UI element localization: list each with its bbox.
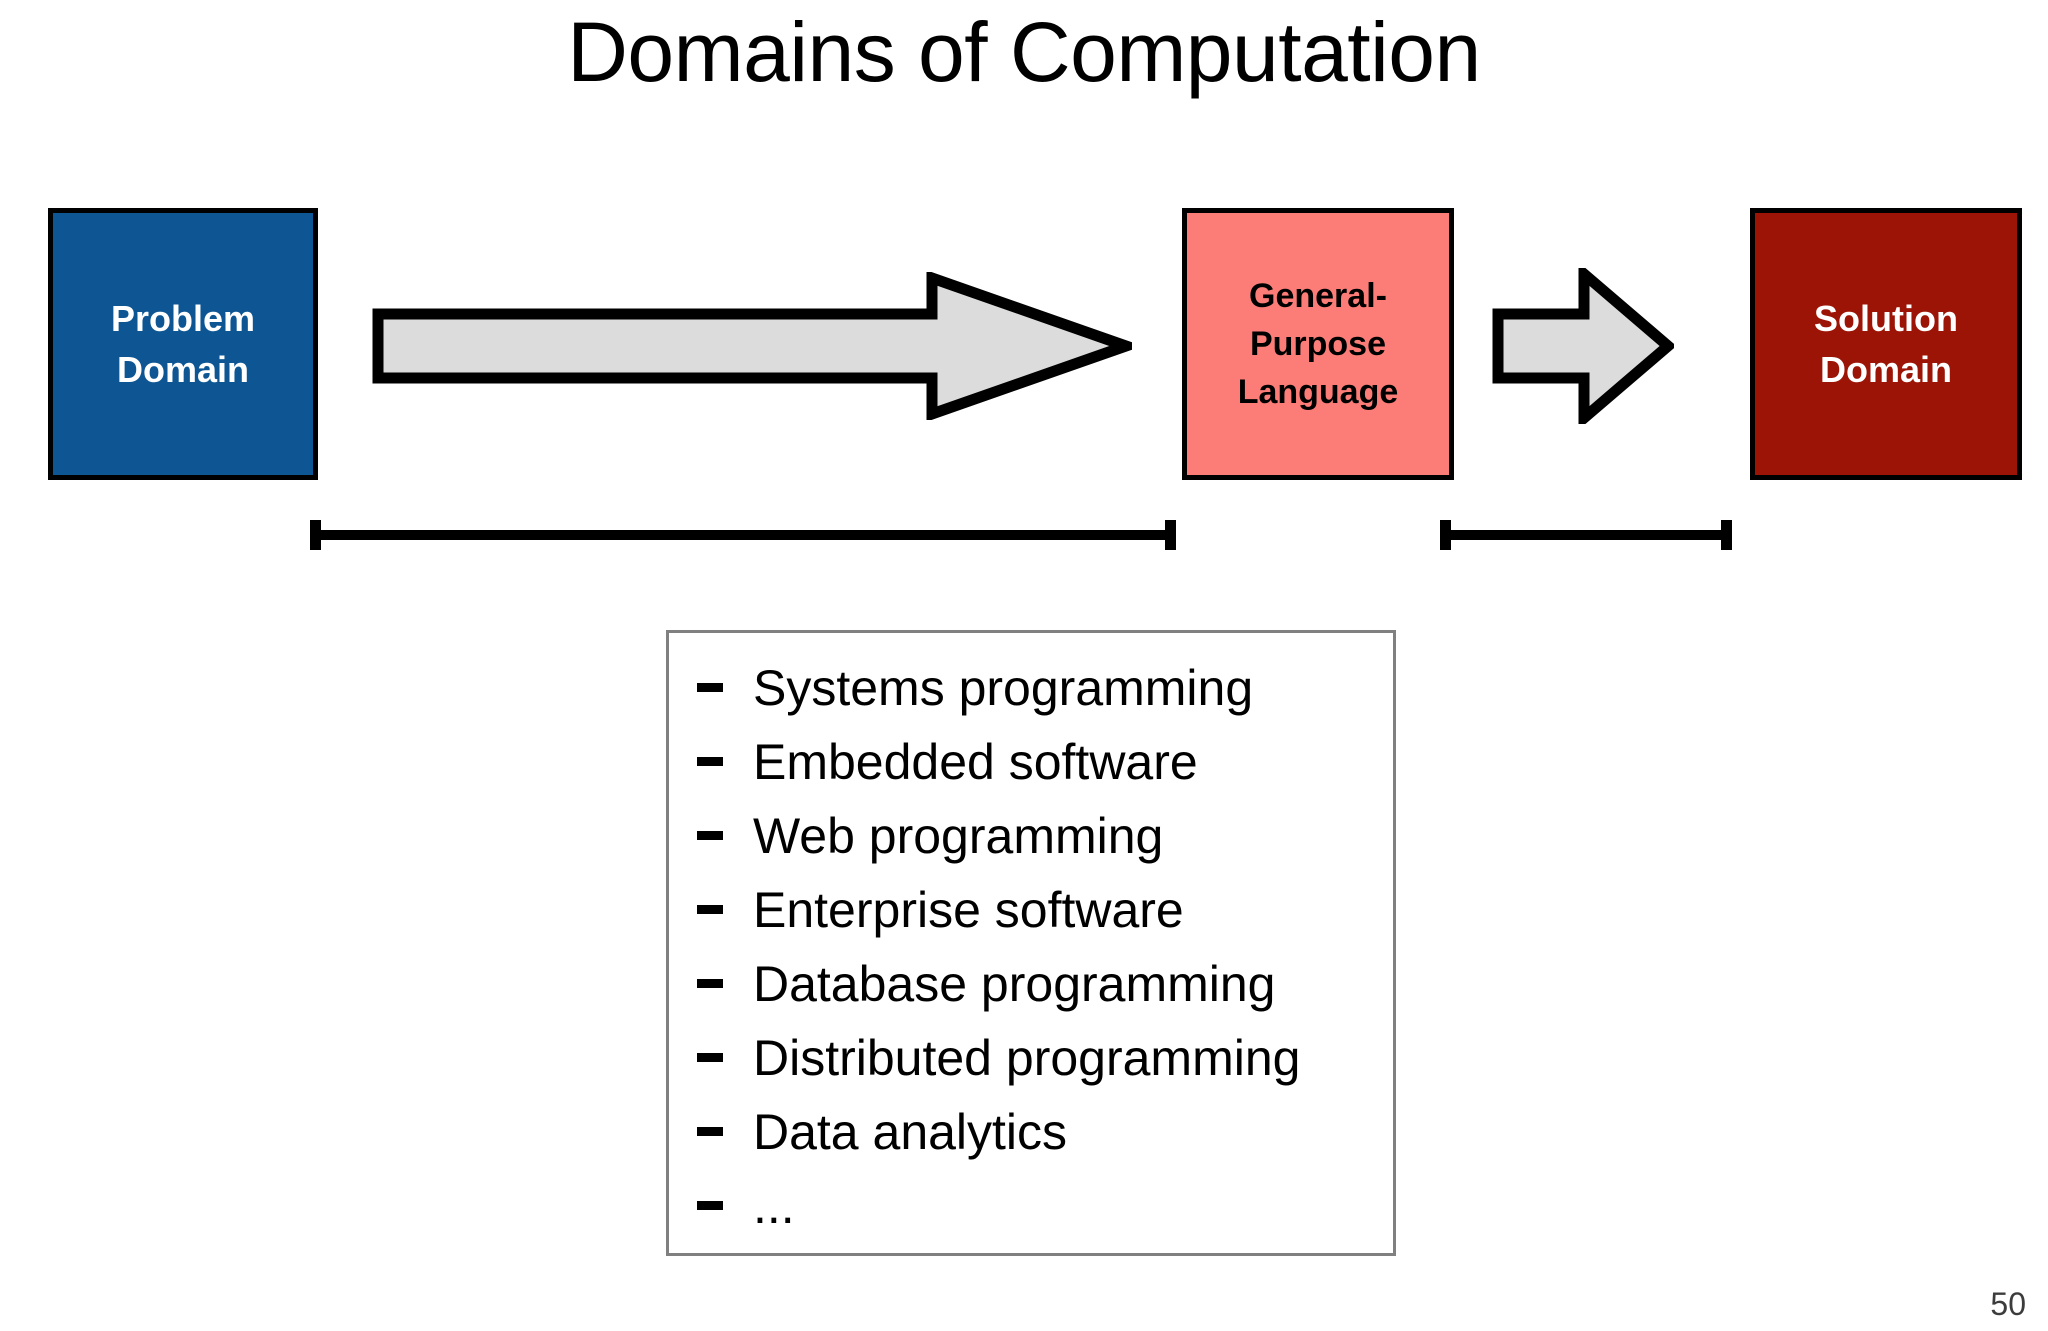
page-title: Domains of Computation — [567, 5, 1481, 99]
examples-list-box: Systems programming Embedded software We… — [666, 630, 1396, 1256]
list-item-label: Embedded software — [753, 734, 1198, 790]
solution-domain-label-line1: Solution — [1814, 297, 1958, 339]
list-item-label: Distributed programming — [753, 1030, 1301, 1086]
problem-domain-label-line2: Domain — [116, 349, 249, 390]
right-arrow-icon-large — [372, 270, 1143, 422]
list-item: Web programming — [669, 807, 1393, 881]
general-purpose-language-label-line1: General- — [1249, 276, 1387, 315]
dash-bullet-icon — [697, 979, 723, 988]
list-item-label: Data analytics — [753, 1104, 1068, 1160]
dash-bullet-icon — [697, 1201, 723, 1210]
solution-domain-box: Solution Domain — [1750, 208, 2022, 480]
page-number: 50 — [1990, 1286, 2026, 1322]
list-item: Enterprise software — [669, 881, 1393, 955]
list-item: Systems programming — [669, 659, 1393, 733]
span-bracket-icon-right — [1440, 520, 1732, 550]
list-item-label: Database programming — [753, 956, 1276, 1012]
list-item-label: Web programming — [753, 808, 1164, 864]
right-arrow-icon-small — [1492, 262, 1677, 430]
span-bracket-icon-left — [310, 520, 1176, 550]
dash-bullet-icon — [697, 905, 723, 914]
general-purpose-language-label-line3: Language — [1237, 373, 1399, 412]
list-item-label: Enterprise software — [753, 882, 1184, 938]
examples-list: Systems programming Embedded software We… — [669, 659, 1393, 1251]
list-item: ... — [669, 1177, 1393, 1251]
general-purpose-language-box: General- Purpose Language — [1182, 208, 1454, 480]
dash-bullet-icon — [697, 1053, 723, 1062]
dash-bullet-icon — [697, 683, 723, 692]
dash-bullet-icon — [697, 757, 723, 766]
problem-domain-box: Problem Domain — [48, 208, 318, 480]
dash-bullet-icon — [697, 831, 723, 840]
list-item-label: Systems programming — [753, 660, 1254, 716]
problem-domain-label-line1: Problem — [110, 297, 256, 339]
solution-domain-label-line2: Domain — [1819, 349, 1952, 390]
general-purpose-language-label-line2: Purpose — [1249, 324, 1387, 363]
list-item: Distributed programming — [669, 1029, 1393, 1103]
list-item: Data analytics — [669, 1103, 1393, 1177]
list-item-label: ... — [753, 1178, 795, 1234]
list-item: Embedded software — [669, 733, 1393, 807]
dash-bullet-icon — [697, 1127, 723, 1136]
list-item: Database programming — [669, 955, 1393, 1029]
